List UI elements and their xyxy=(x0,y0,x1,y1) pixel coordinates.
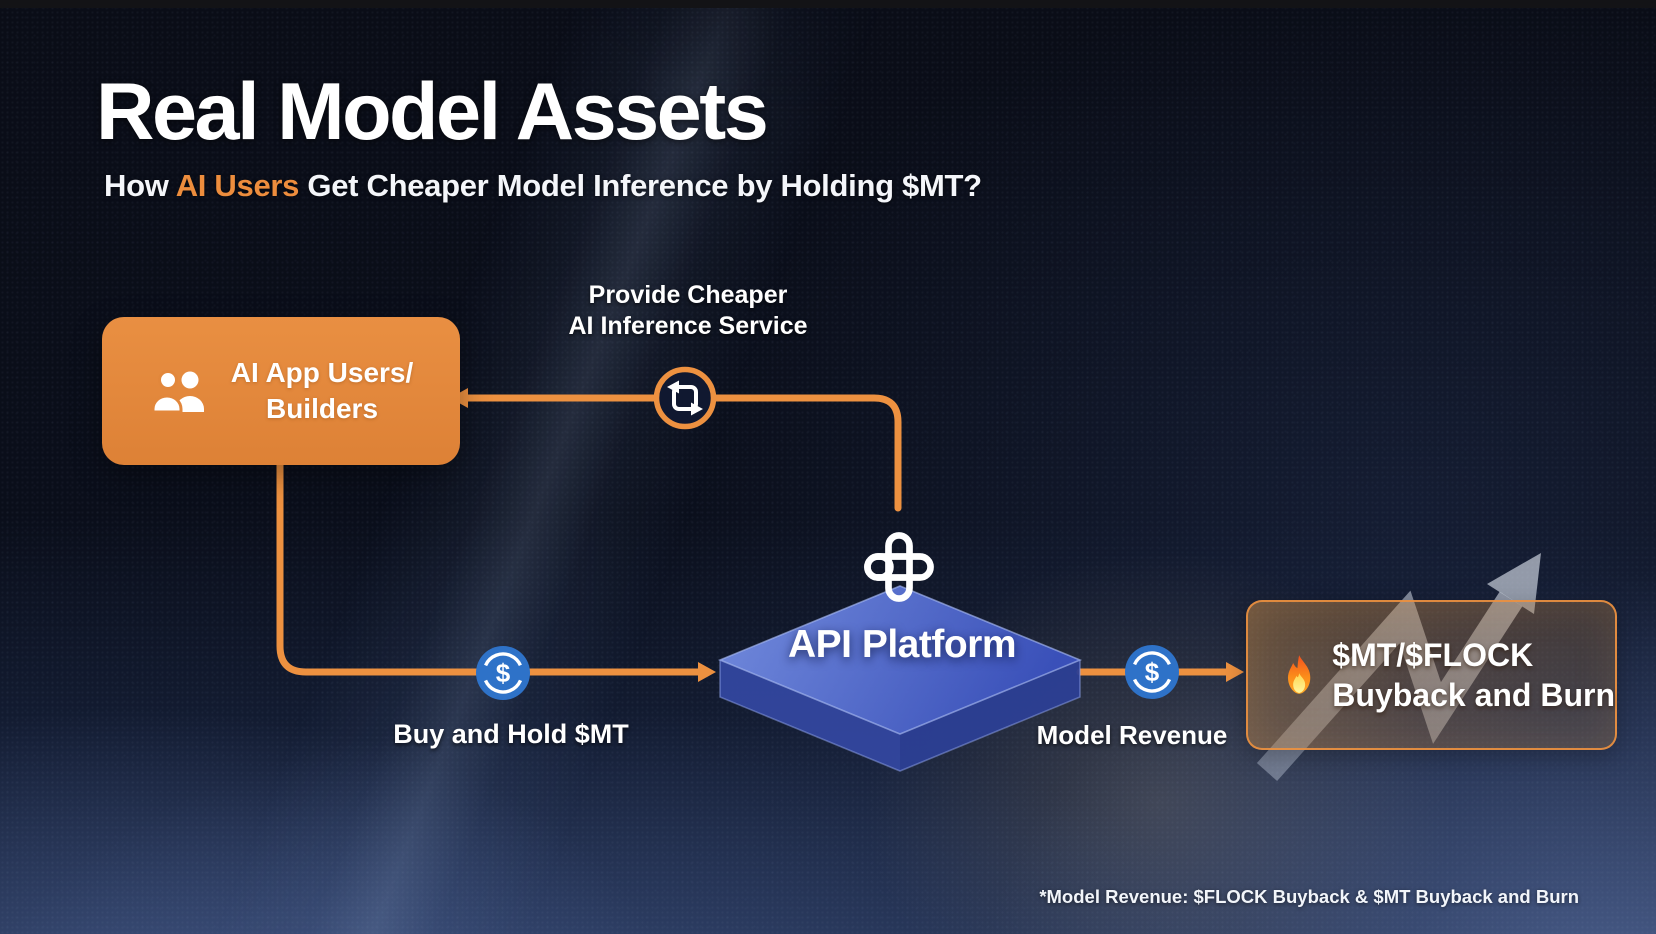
label-buy-hold: Buy and Hold $MT xyxy=(393,719,629,749)
usdc-dollar-icon-left: $ xyxy=(476,646,530,700)
api-platform-diamond xyxy=(717,585,1083,772)
repeat-cycle-icon xyxy=(653,366,717,430)
buyback-box-label: $MT/$FLOCK Buyback and Burn xyxy=(1332,635,1615,715)
footnote: *Model Revenue: $FLOCK Buyback & $MT Buy… xyxy=(1039,886,1579,907)
subtitle-prefix: How xyxy=(104,168,176,203)
usdc-dollar-icon-right: $ xyxy=(1125,645,1179,699)
users-box-label-line2: Builders xyxy=(265,393,379,424)
flow-buy-hold-line xyxy=(276,459,716,682)
page-title: Real Model Assets xyxy=(96,67,769,157)
dollar-glyph: $ xyxy=(1145,657,1160,687)
page-subtitle: How AI Users Get Cheaper Model Inference… xyxy=(104,168,982,204)
users-box-label: AI App Users/ Builders xyxy=(231,355,414,427)
uptrend-zigzag-arrow xyxy=(1256,553,1541,781)
people-icon xyxy=(151,370,204,414)
label-provide-service: Provide Cheaper AI Inference Service xyxy=(568,280,807,342)
subtitle-highlight: AI Users xyxy=(175,168,300,203)
subtitle-suffix: Get Cheaper Model Inference by Holding $… xyxy=(299,168,982,203)
users-box-label-line1: AI App Users/ xyxy=(230,357,414,388)
label-provide-line1: Provide Cheaper xyxy=(588,281,788,309)
dollar-glyph: $ xyxy=(496,658,511,688)
api-platform-label: API Platform xyxy=(787,623,1017,666)
flame-icon xyxy=(1287,655,1311,694)
label-provide-line2: AI Inference Service xyxy=(568,312,808,340)
label-model-revenue: Model Revenue xyxy=(1036,720,1228,750)
node-ai-app-users: AI App Users/ Builders xyxy=(102,317,460,465)
buyback-label-line2: Buyback and Burn xyxy=(1332,677,1615,713)
buyback-label-line1: $MT/$FLOCK xyxy=(1332,637,1534,673)
node-buyback-burn: $MT/$FLOCK Buyback and Burn xyxy=(1246,600,1617,750)
top-letterbox-bar xyxy=(0,0,1656,8)
flock-knot-logo xyxy=(864,532,934,602)
